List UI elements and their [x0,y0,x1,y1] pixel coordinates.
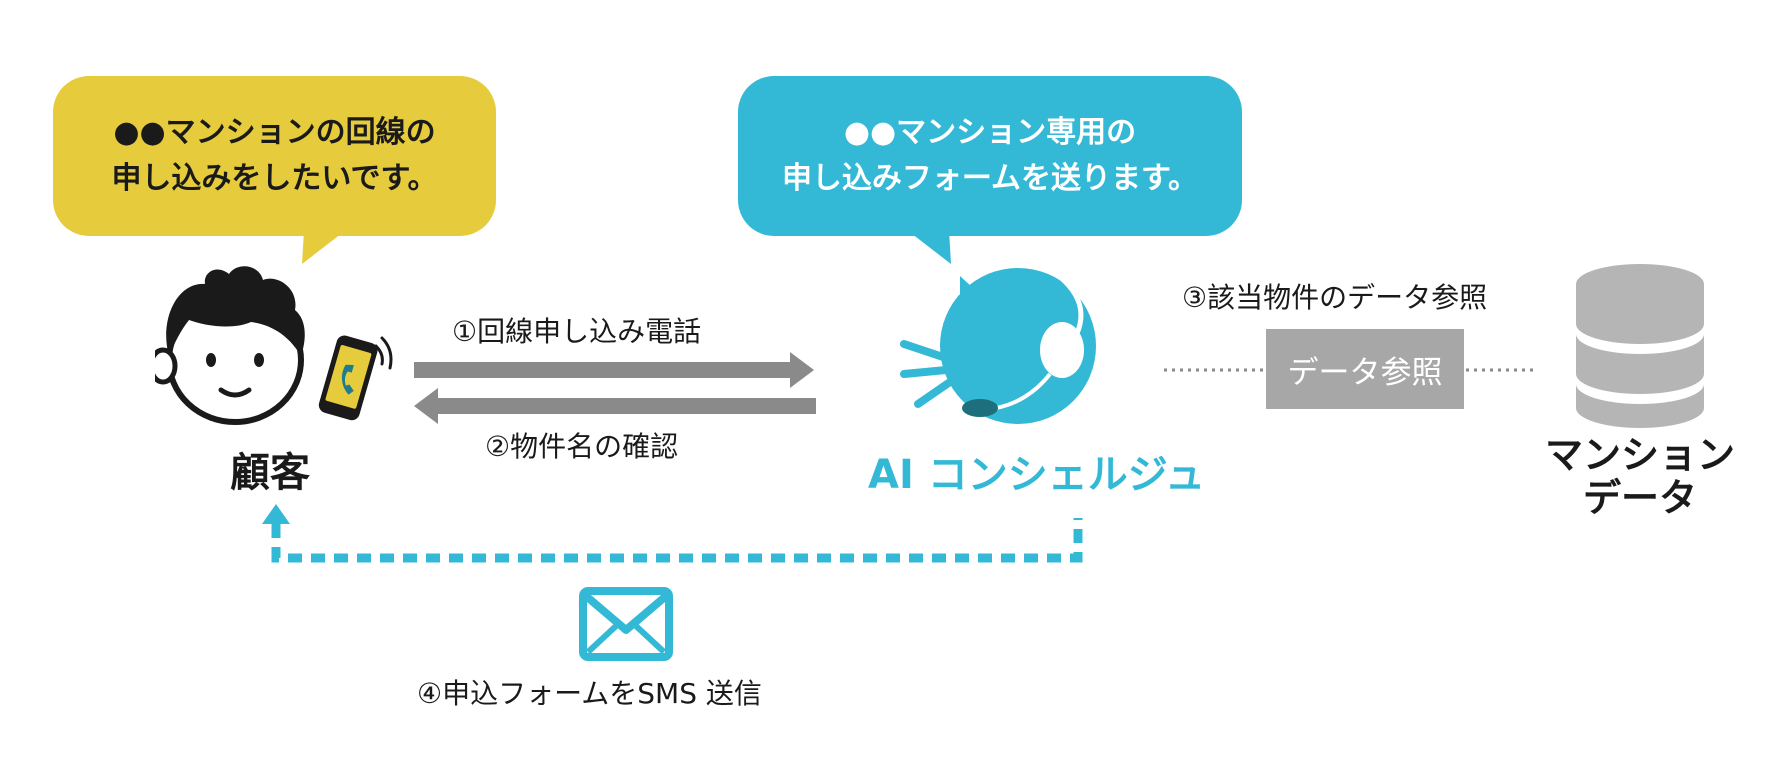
arrow-left [414,388,816,424]
customer-bubble-tail [302,230,346,264]
database-label: マンション データ [1535,434,1745,520]
concierge-speech-line1: ●●マンション専用の [843,115,1137,150]
step4-label: ④申込フォームをSMS 送信 [417,677,762,710]
sms-return-dashed-arrow [262,504,1083,563]
ai-concierge-headset-icon [900,265,1096,424]
concierge-label: AI コンシェルジュ [868,452,1205,498]
concierge-speech-line2: 申し込みフォームを送ります。 [781,161,1199,196]
smartphone-icon [318,335,393,421]
customer-speech-line1: ●●マンションの回線の [113,115,436,150]
concierge-speech-bubble: ●●マンション専用の 申し込みフォームを送ります。 [738,76,1242,236]
step1-label: ①回線申し込み電話 [452,315,702,348]
step2-label: ②物件名の確認 [485,430,679,463]
database-icon [1576,264,1704,428]
concierge-bubble-tail [907,230,951,264]
data-reference-box: データ参照 [1266,329,1464,409]
customer-speech-line2: 申し込みをしたいです。 [111,161,438,196]
step3-label: ③該当物件のデータ参照 [1182,281,1488,314]
person-icon [155,266,305,425]
database-label-line1: マンション [1544,433,1735,477]
customer-speech-bubble: ●●マンションの回線の 申し込みをしたいです。 [53,76,496,236]
envelope-icon [579,587,673,661]
call-arrows [414,352,816,424]
database-label-line2: データ [1582,476,1697,520]
arrow-right [414,352,814,388]
customer-label: 顧客 [230,450,310,496]
data-reference-dotted-line [1164,368,1536,372]
